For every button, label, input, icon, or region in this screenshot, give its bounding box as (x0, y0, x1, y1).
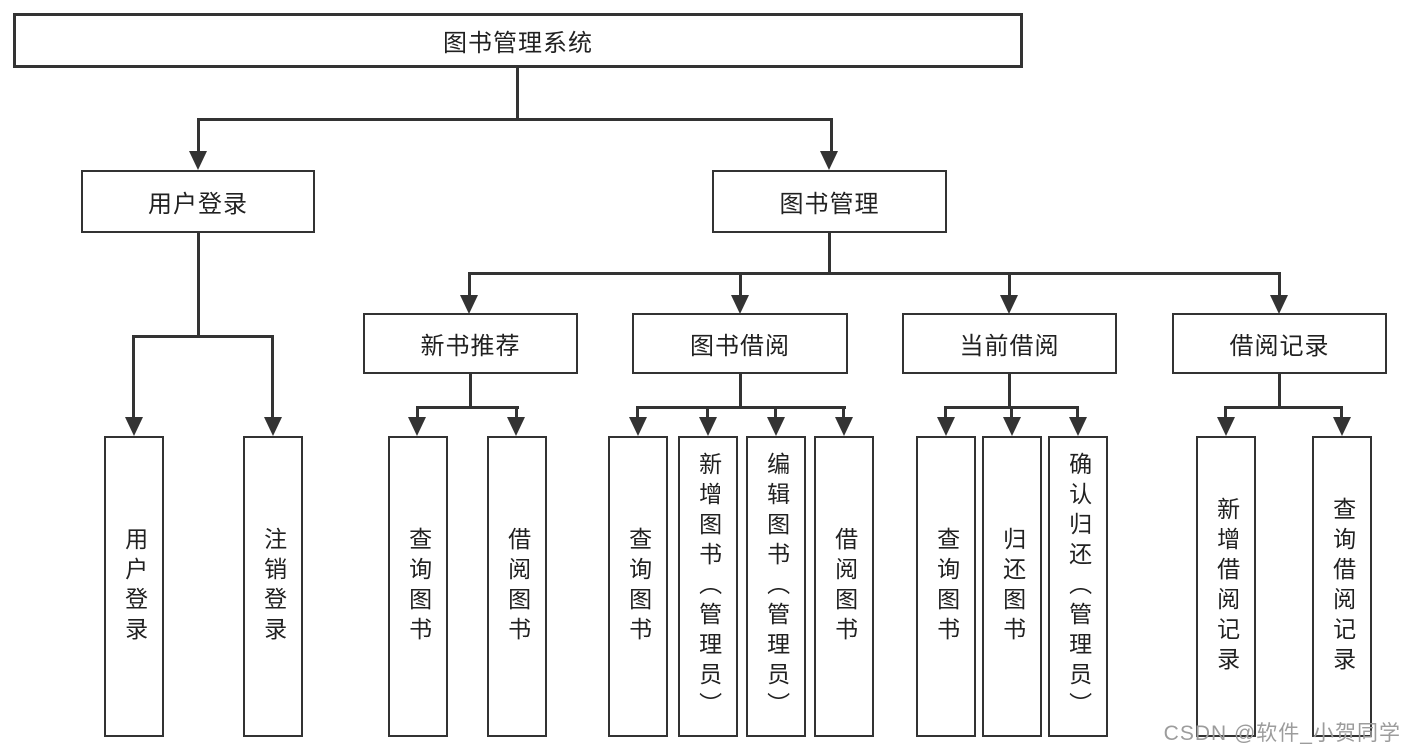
arrowhead-down (767, 417, 785, 436)
connector-line (830, 118, 833, 154)
leaf-current-query-books: 查询图书 (916, 436, 976, 737)
arrowhead-down (189, 151, 207, 170)
leaf-current-return-books: 归还图书 (982, 436, 1042, 737)
connector-line (1010, 406, 1013, 420)
node-user-login: 用户登录 (81, 170, 315, 233)
connector-line (1224, 406, 1343, 409)
arrowhead-down (731, 295, 749, 314)
connector-line (1008, 272, 1011, 297)
connector-line (271, 335, 274, 419)
arrowhead-down (820, 151, 838, 170)
leaf-label: 确认归还（管理员） (1065, 451, 1092, 722)
leaf-records-add-borrow-record: 新增借阅记录 (1196, 436, 1256, 737)
leaf-label: 新增借阅记录 (1213, 496, 1240, 677)
connector-line (1224, 406, 1227, 420)
leaf-label: 查询图书 (405, 526, 432, 647)
connector-line (739, 272, 742, 297)
connector-line (515, 406, 518, 420)
connector-line (1278, 374, 1281, 406)
leaf-label: 查询图书 (933, 526, 960, 647)
arrowhead-down (408, 417, 426, 436)
connector-line (197, 118, 833, 121)
connector-line (828, 233, 831, 274)
leaf-borrowing-borrow-books: 借阅图书 (814, 436, 874, 737)
arrowhead-down (1270, 295, 1288, 314)
leaf-records-query-borrow-record: 查询借阅记录 (1312, 436, 1372, 737)
arrowhead-down (937, 417, 955, 436)
connector-line (1278, 272, 1281, 297)
node-book-management: 图书管理 (712, 170, 947, 233)
leaf-borrowing-query-books: 查询图书 (608, 436, 668, 737)
leaf-label: 新增图书（管理员） (695, 451, 722, 722)
connector-line (469, 374, 472, 406)
connector-line (197, 118, 200, 154)
connector-line (706, 406, 709, 420)
arrowhead-down (1069, 417, 1087, 436)
connector-line (636, 406, 846, 409)
arrowhead-down (835, 417, 853, 436)
connector-line (1076, 406, 1079, 420)
arrowhead-down (507, 417, 525, 436)
leaf-newbooks-borrow-books: 借阅图书 (487, 436, 547, 737)
connector-line (468, 272, 471, 297)
connector-line (416, 406, 519, 409)
leaf-label: 借阅图书 (831, 526, 858, 647)
arrowhead-down (125, 417, 143, 436)
arrowhead-down (1003, 417, 1021, 436)
arrowhead-down (1333, 417, 1351, 436)
arrowhead-down (1000, 295, 1018, 314)
leaf-label: 注销登录 (260, 526, 287, 647)
leaf-label: 借阅图书 (504, 526, 531, 647)
leaf-label: 用户登录 (121, 526, 148, 647)
connector-line (516, 68, 519, 120)
watermark: CSDN @软件_小贺同学 (1163, 722, 1401, 745)
arrowhead-down (699, 417, 717, 436)
arrowhead-down (264, 417, 282, 436)
node-book-borrowing: 图书借阅 (632, 313, 848, 374)
connector-line (636, 406, 639, 420)
connector-line (1340, 406, 1343, 420)
leaf-label: 编辑图书（管理员） (763, 451, 790, 722)
connector-line (944, 406, 947, 420)
leaf-logout: 注销登录 (243, 436, 303, 737)
connector-line (842, 406, 845, 420)
leaf-borrowing-edit-books-admin: 编辑图书（管理员） (746, 436, 806, 737)
leaf-borrowing-add-books-admin: 新增图书（管理员） (678, 436, 738, 737)
leaf-label: 查询图书 (625, 526, 652, 647)
leaf-current-confirm-return-admin: 确认归还（管理员） (1048, 436, 1108, 737)
connector-line (197, 233, 200, 335)
node-current-borrowing: 当前借阅 (902, 313, 1117, 374)
connector-line (132, 335, 135, 419)
leaf-newbooks-query-books: 查询图书 (388, 436, 448, 737)
leaf-label: 归还图书 (999, 526, 1026, 647)
connector-line (774, 406, 777, 420)
arrowhead-down (1217, 417, 1235, 436)
leaf-user-login: 用户登录 (104, 436, 164, 737)
arrowhead-down (629, 417, 647, 436)
connector-line (132, 335, 274, 338)
arrowhead-down (460, 295, 478, 314)
node-library-management-system: 图书管理系统 (13, 13, 1023, 68)
connector-line (1008, 374, 1011, 406)
connector-line (416, 406, 419, 420)
connector-line (739, 374, 742, 406)
leaf-label: 查询借阅记录 (1329, 496, 1356, 677)
connector-line (468, 272, 1281, 275)
node-new-book-recommend: 新书推荐 (363, 313, 578, 374)
node-borrow-records: 借阅记录 (1172, 313, 1387, 374)
